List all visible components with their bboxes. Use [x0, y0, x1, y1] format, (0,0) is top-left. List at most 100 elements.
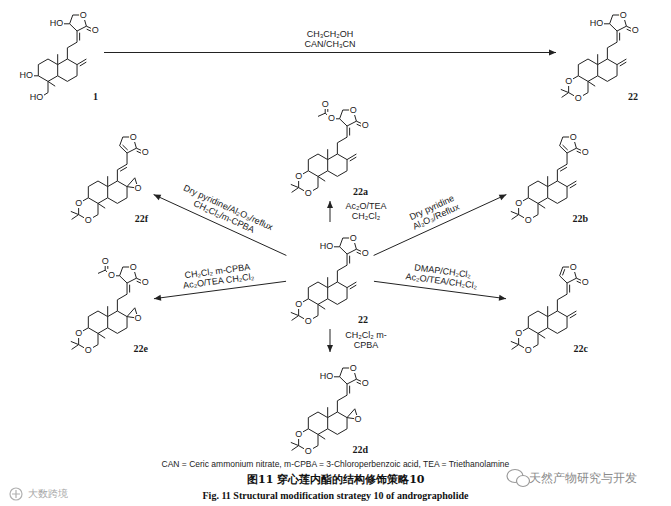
bond-line [347, 126, 348, 137]
bond-line [538, 181, 548, 187]
bond-line [67, 76, 77, 82]
bond-line [98, 181, 108, 187]
bond-line [98, 333, 99, 344]
bond-line [560, 276, 567, 283]
bond-line [117, 198, 127, 204]
bond-line [71, 211, 79, 214]
double-bond-line [569, 285, 570, 293]
atom-label: O [129, 263, 138, 272]
double-bond-line [120, 167, 127, 171]
bond-line [617, 65, 618, 76]
caption: 图11 穿心莲内酯的结构修饰策略10 [247, 472, 424, 487]
bond-line [538, 328, 548, 334]
bond-line [347, 418, 348, 429]
bond-line [528, 311, 538, 317]
bond-line [77, 59, 86, 65]
bond-line [328, 282, 338, 288]
atom-label: O [134, 314, 143, 323]
atom-label: O [514, 199, 523, 208]
bond-line [610, 15, 613, 24]
bond-line [328, 171, 338, 177]
atom-label: O [524, 216, 533, 225]
bond-line [308, 154, 318, 160]
compound-number: 22c [574, 343, 588, 354]
atom-label: O [361, 379, 370, 388]
atom-label: O [74, 329, 83, 338]
bond-line [547, 187, 548, 198]
double-bond-line [570, 184, 577, 188]
bond-line [48, 59, 58, 65]
bond-line [98, 311, 108, 317]
double-bond-line [620, 62, 627, 66]
bond-line [70, 15, 73, 24]
bond-line [557, 294, 567, 300]
atom-label: O [524, 346, 533, 355]
double-bond-line [570, 314, 577, 318]
bond-line [72, 215, 79, 220]
arrow-head [499, 295, 506, 301]
bond-line [340, 238, 343, 247]
double-bond-line [560, 167, 567, 171]
bond-line [328, 299, 338, 305]
compound: 1 [20, 3, 100, 102]
bond-line [347, 154, 356, 160]
atom-label: O [84, 346, 93, 355]
atom-label: O [569, 133, 578, 142]
bond-line [67, 42, 77, 48]
bond-line [291, 442, 299, 445]
bond-line [318, 434, 325, 439]
bond-line [127, 317, 128, 328]
bond-line [578, 76, 588, 82]
bond-line [98, 328, 108, 334]
bond-line [292, 446, 299, 451]
bond-line [538, 333, 539, 344]
atom-label: O [327, 114, 336, 123]
compound: 22a [290, 98, 370, 197]
arrow-head [327, 201, 333, 208]
bond-line [98, 203, 99, 214]
atom-label: O [304, 317, 313, 326]
bond-line [71, 341, 79, 344]
compound-number: 22d [352, 444, 368, 455]
bond-line [347, 282, 356, 288]
bond-line [318, 282, 328, 288]
bond-line [308, 412, 318, 418]
bond-line [48, 81, 55, 86]
bond-line [578, 65, 579, 76]
double-bond-line [619, 33, 620, 41]
bond-line [57, 65, 58, 76]
double-bond-line [350, 157, 357, 161]
bond-line [108, 311, 118, 317]
atom-label: O [581, 148, 590, 157]
reaction-arrow [104, 52, 556, 53]
bond-line [538, 311, 548, 317]
bond-line [308, 282, 318, 288]
bond-line [67, 59, 77, 65]
bond-line [120, 146, 127, 153]
reagent-label: CH₂Cl₂ m-CPBA Ac₂O/TEA CH₂Cl₂ [172, 260, 264, 292]
bond-line [292, 316, 299, 321]
bond-line [557, 181, 567, 187]
bond-line [337, 271, 338, 282]
bond-line [511, 341, 519, 344]
bond-line [538, 203, 539, 214]
double-bond-line [129, 285, 130, 293]
atom-label: O [294, 172, 303, 181]
bond-line [77, 26, 86, 31]
atom-label: O [349, 106, 358, 115]
bond-line [547, 306, 548, 316]
bond-line [548, 328, 558, 334]
bond-line [567, 181, 576, 187]
bond-line [607, 42, 617, 48]
atom-label: O [349, 234, 358, 243]
bond-line [88, 187, 89, 198]
bond-line [88, 198, 98, 204]
bond-line [567, 283, 568, 294]
bond-line [557, 328, 567, 334]
reagent-label: CH₂Cl₂ m-CPBA [336, 330, 396, 351]
bond-line [58, 59, 68, 65]
bond-line [318, 412, 328, 418]
bond-line [557, 300, 558, 311]
bond-line [538, 333, 545, 338]
